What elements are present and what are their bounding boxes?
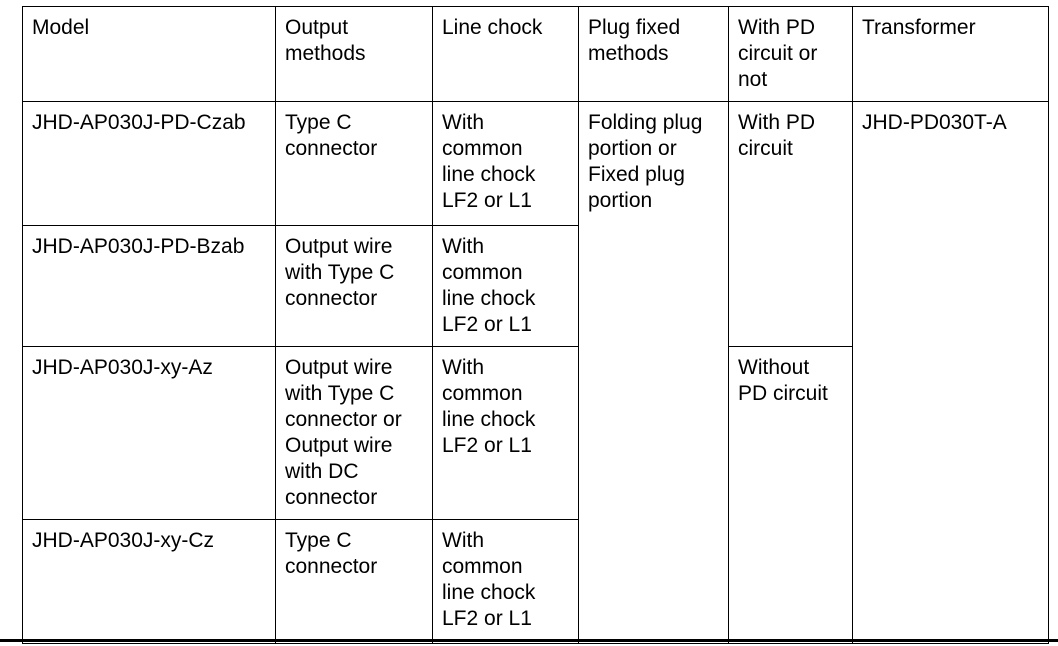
cell-line-chock: With common line chock LF2 or L1 — [432, 519, 579, 644]
table-header-row: Model Output methods Line chock Plug fix… — [22, 6, 1049, 102]
cell-output-methods: Type C connector — [275, 101, 433, 226]
column-header-model: Model — [22, 6, 276, 102]
cell-pd-circuit: With PD circuit — [728, 101, 853, 347]
cell-pd-circuit: Without PD circuit — [728, 346, 853, 644]
page-bottom-rule — [0, 639, 1058, 642]
cell-output-methods: Output wire with Type C connector or Out… — [275, 346, 433, 520]
column-header-transformer: Transformer — [852, 6, 1049, 102]
cell-plug-fixed-methods: Folding plug portion or Fixed plug porti… — [578, 101, 729, 644]
table-row: JHD-AP030J-PD-Bzab Output wire with Type… — [22, 225, 1049, 347]
cell-model: JHD-AP030J-xy-Az — [22, 346, 276, 520]
cell-line-chock: With common line chock LF2 or L1 — [432, 346, 579, 520]
table-row: JHD-AP030J-xy-Az Output wire with Type C… — [22, 346, 1049, 644]
cell-model: JHD-AP030J-xy-Cz — [22, 519, 276, 644]
cell-line-chock: With common line chock LF2 or L1 — [432, 101, 579, 226]
column-header-pd-circuit: With PD circuit or not — [728, 6, 853, 102]
cell-model: JHD-AP030J-PD-Bzab — [22, 225, 276, 347]
cell-model: JHD-AP030J-PD-Czab — [22, 101, 276, 226]
cell-transformer: JHD-PD030T-A — [852, 101, 1049, 644]
cell-output-methods: Output wire with Type C connector — [275, 225, 433, 347]
table-row: JHD-AP030J-PD-Czab Type C connector With… — [22, 101, 1049, 644]
column-header-output-methods: Output methods — [275, 6, 433, 102]
table-row: JHD-AP030J-xy-Cz Type C connector With c… — [22, 519, 1049, 644]
column-header-plug-fixed-methods: Plug fixed methods — [578, 6, 729, 102]
model-specification-table: Model Output methods Line chock Plug fix… — [22, 6, 1049, 644]
column-header-line-chock: Line chock — [432, 6, 579, 102]
cell-output-methods: Type C connector — [275, 519, 433, 644]
cell-line-chock: With common line chock LF2 or L1 — [432, 225, 579, 347]
